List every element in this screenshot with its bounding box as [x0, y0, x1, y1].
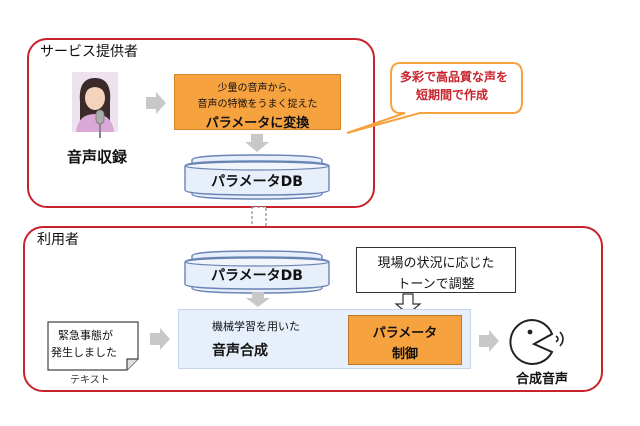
adjust-line2: トーンで調整 — [397, 277, 475, 292]
synth-line1: 機械学習を用いた — [212, 320, 300, 333]
user-title: 利用者 — [37, 232, 79, 248]
conversion-line2: 音声の特徴をうまく捉えた — [197, 99, 318, 110]
input-text-note — [47, 321, 139, 375]
provider-db-label: パラメータDB — [211, 174, 303, 190]
text-line1: 緊急事態が — [58, 329, 113, 342]
parameter-control-box: パラメータ 制御 — [348, 315, 462, 365]
provider-parameter-db: パラメータDB — [184, 154, 330, 200]
text-caption: テキスト — [70, 375, 110, 386]
tone-adjust-box: 現場の状況に応じた トーンで調整 — [356, 247, 516, 293]
conversion-line1: 少量の音声から、 — [217, 83, 298, 94]
arrow-right-1 — [146, 92, 166, 118]
provider-title: サービス提供者 — [40, 44, 138, 60]
text-line2: 発生しました — [51, 346, 117, 359]
recording-label: 音声収録 — [67, 148, 128, 166]
callout-line2: 短期間で作成 — [416, 88, 489, 102]
callout-line1: 多彩で高品質な声を — [400, 70, 509, 84]
speaking-face-icon — [508, 318, 568, 370]
user-db-label: パラメータDB — [211, 268, 303, 284]
speaker-person-icon — [72, 72, 118, 132]
arrow-right-3 — [479, 330, 499, 356]
parameter-conversion-box: 少量の音声から、 音声の特徴をうまく捉えた パラメータに変換 — [174, 74, 341, 131]
param-line2: 制御 — [391, 347, 418, 362]
conversion-main: パラメータに変換 — [205, 116, 310, 131]
param-line1: パラメータ — [372, 326, 438, 341]
arrow-down-1 — [245, 134, 269, 156]
synth-main: 音声合成 — [212, 343, 268, 359]
output-label: 合成音声 — [516, 372, 569, 387]
microphone-icon — [93, 109, 107, 140]
adjust-line1: 現場の状況に応じた — [377, 256, 495, 271]
user-parameter-db: パラメータDB — [184, 250, 330, 294]
callout-bubble — [325, 60, 525, 140]
arrow-down-2 — [246, 292, 270, 311]
arrow-right-2 — [150, 328, 170, 354]
